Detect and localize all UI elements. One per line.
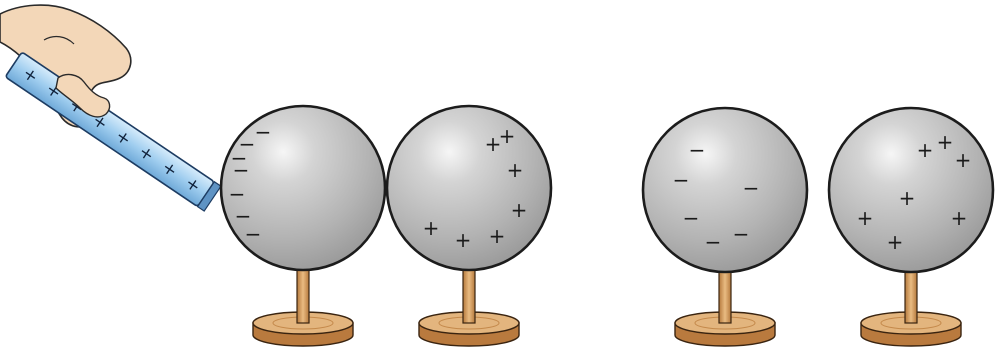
stand-post	[905, 266, 917, 323]
sphere-3-charge-6: −	[705, 230, 722, 254]
sphere-2-charge-6: +	[423, 216, 440, 240]
sphere-1: −−−−−−−	[221, 106, 385, 270]
sphere-2-charge-4: +	[489, 224, 506, 248]
sphere-1-charge-3: −	[229, 182, 246, 206]
sphere-2-charge-7: +	[499, 124, 516, 148]
sphere-3-charge-1: −	[689, 138, 706, 162]
sphere-4-charge-5: +	[951, 206, 968, 230]
sphere-4-charge-7: +	[937, 130, 954, 154]
sphere-4-charge-6: +	[887, 230, 904, 254]
stand-post	[297, 264, 309, 323]
stand-1	[253, 264, 353, 346]
sphere-3-charge-3: −	[743, 176, 760, 200]
sphere-1-charge-5: −	[245, 222, 262, 246]
sphere-4-charge-1: +	[917, 138, 934, 162]
sphere-3-charge-5: −	[733, 222, 750, 246]
sphere-1-charge-7: −	[231, 146, 248, 170]
sphere-4: +++++++	[829, 108, 993, 272]
sphere-2: +++++++	[387, 106, 551, 270]
stand-post	[463, 264, 475, 323]
sphere-body	[643, 108, 807, 272]
sphere-4-charge-3: +	[899, 186, 916, 210]
sphere-2-charge-2: +	[507, 158, 524, 182]
sphere-3-charge-4: −	[683, 206, 700, 230]
stand-2	[419, 264, 519, 346]
sphere-3-charge-2: −	[673, 168, 690, 192]
stand-3	[675, 266, 775, 346]
stand-4	[861, 266, 961, 346]
sphere-4-charge-4: +	[857, 206, 874, 230]
sphere-1-charge-6: −	[255, 120, 272, 144]
metal-spheres: −−−−−−−+++++++−−−−−−+++++++	[221, 106, 993, 272]
sphere-2-charge-5: +	[455, 228, 472, 252]
stand-post	[719, 266, 731, 323]
sphere-4-charge-2: +	[955, 148, 972, 172]
sphere-stands	[253, 264, 961, 346]
sphere-2-charge-3: +	[511, 198, 528, 222]
hand-with-rod: ++++++++	[0, 5, 221, 211]
sphere-3: −−−−−−	[643, 108, 807, 272]
